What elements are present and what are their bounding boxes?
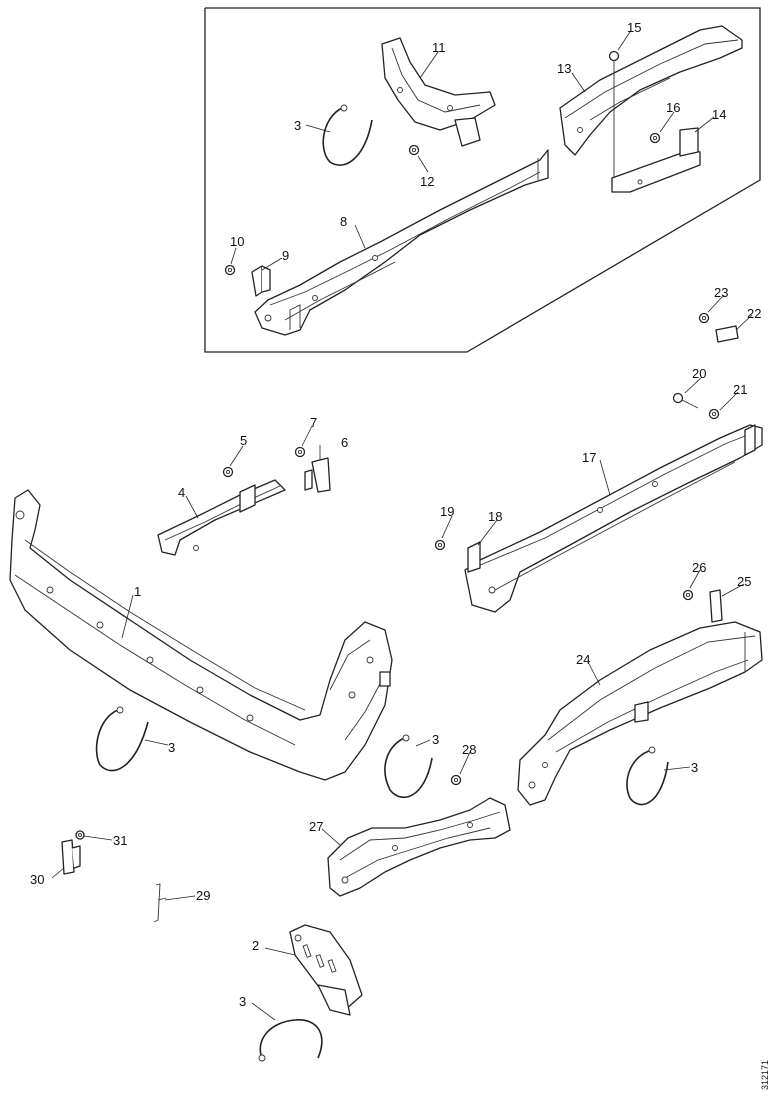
callout-30: 30 [30, 872, 44, 887]
callout-1: 1 [134, 584, 141, 599]
part-27-arm [327, 797, 511, 897]
part-7-nut [294, 446, 306, 458]
callout-11: 11 [432, 40, 446, 55]
part-9-bracket [251, 265, 271, 297]
callout-29: 29 [196, 888, 210, 903]
part-5-nut [222, 466, 234, 478]
part-2-plate [289, 924, 363, 1016]
callout-4: 4 [178, 485, 185, 500]
callout-16: 16 [666, 100, 680, 115]
callout-20: 20 [692, 366, 706, 381]
callout-8: 8 [340, 214, 347, 229]
callout-23: 23 [714, 285, 728, 300]
part-16-nut [649, 132, 661, 144]
part-4-rail [157, 479, 286, 556]
callout-26: 26 [692, 560, 706, 575]
part-24-rail [517, 621, 763, 806]
part-6-bracket [304, 457, 331, 493]
callout-25: 25 [737, 574, 751, 589]
part-15-bolt [608, 50, 620, 180]
part-22-bolt [715, 325, 739, 343]
callout-12: 12 [420, 174, 434, 189]
part-1-bumper-beam [9, 489, 393, 781]
part-3-clamp-bottom [259, 1019, 323, 1059]
callout-2: 2 [252, 938, 259, 953]
part-3-clamp-middle [384, 737, 433, 799]
part-20-bolt [672, 392, 699, 409]
leader-lines [51, 31, 753, 1021]
callout-24: 24 [576, 652, 590, 667]
part-23-nut [698, 312, 710, 324]
callout-7: 7 [310, 415, 317, 430]
callout-6: 6 [341, 435, 348, 450]
part-18-bracket [467, 541, 481, 573]
callout-3-bottom: 3 [239, 994, 246, 1009]
callout-21: 21 [733, 382, 747, 397]
part-25-bracket [709, 589, 723, 623]
part-19-nut [434, 539, 446, 551]
part-13-rail [559, 25, 743, 156]
callout-5: 5 [240, 433, 247, 448]
part-3-clamp-right [626, 749, 669, 806]
callout-15: 15 [627, 20, 641, 35]
part-17-rail [464, 424, 763, 613]
callout-18: 18 [488, 509, 502, 524]
callout-22: 22 [747, 306, 761, 321]
part-30-bracket [61, 839, 81, 875]
callout-17: 17 [582, 450, 596, 465]
callout-3-middle: 3 [432, 732, 439, 747]
callout-10: 10 [230, 234, 244, 249]
callout-14: 14 [712, 107, 726, 122]
callout-3-left: 3 [168, 740, 175, 755]
part-12-nut [408, 144, 420, 156]
part-8-rail [254, 149, 549, 336]
inset-frame [204, 7, 761, 353]
part-28-nut [450, 774, 462, 786]
part-3-clamp-inset [322, 107, 373, 166]
callout-3-right: 3 [691, 760, 698, 775]
part-3-clamp-left [95, 709, 149, 772]
callout-19: 19 [440, 504, 454, 519]
callout-labels: 1 2 3 3 3 3 3 4 5 6 7 8 9 10 11 12 13 14… [30, 20, 761, 1009]
part-14-bracket [611, 127, 701, 193]
part-21-nut [708, 408, 720, 420]
callout-9: 9 [282, 248, 289, 263]
callout-3-inset: 3 [294, 118, 301, 133]
callout-13: 13 [557, 61, 571, 76]
part-10-nut [224, 264, 236, 276]
reference-code: 312171 [760, 1060, 770, 1090]
part-26-nut [682, 589, 694, 601]
callout-28: 28 [462, 742, 476, 757]
callout-27: 27 [309, 819, 323, 834]
part-11-bracket [381, 37, 496, 147]
part-29-clip [153, 883, 167, 923]
callout-31: 31 [113, 833, 127, 848]
part-31-nut [75, 830, 85, 840]
